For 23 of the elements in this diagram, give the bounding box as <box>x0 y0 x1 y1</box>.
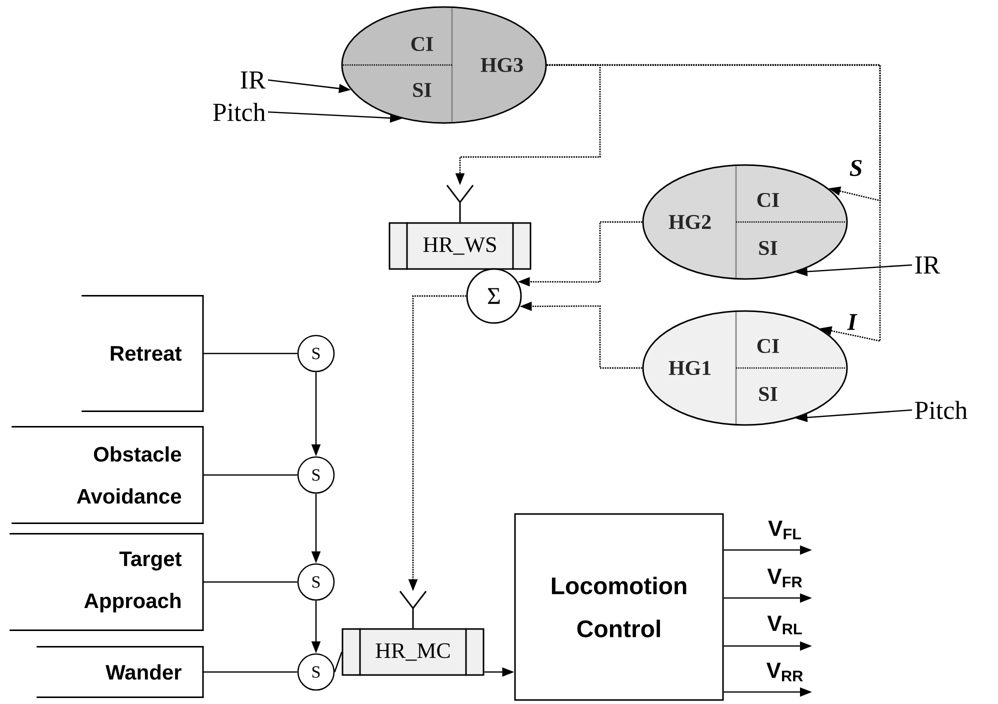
edge-label: I <box>846 313 858 331</box>
buffer-box: HR_MC <box>342 590 484 676</box>
edge-label: V$_{RL}$ <box>766 614 804 636</box>
input-label: Pitch <box>213 102 266 122</box>
behavior-block: Retreat <box>82 295 204 412</box>
behavior-block: Target Approach <box>10 533 204 631</box>
dotted-arrow <box>546 64 881 342</box>
connector-line <box>203 671 298 673</box>
connector-line <box>203 581 298 583</box>
input-label: IR <box>915 256 940 274</box>
connector-line <box>203 352 298 354</box>
behavior-block: Wander <box>36 646 204 698</box>
connector-line <box>334 652 342 672</box>
buffer-box: HR_WS <box>388 184 532 270</box>
edge-label: V$_{FL}$ <box>767 520 803 540</box>
control-box: Locomotion Control <box>514 513 724 701</box>
edge-label: S <box>848 158 864 178</box>
behavior-block: Obstacle Avoidance <box>12 426 204 524</box>
input-label: IR <box>240 71 266 89</box>
edge-label: V$_{FR}$ <box>766 568 804 588</box>
edge-label: V$_{RR}$ <box>765 662 805 682</box>
input-label: Pitch <box>914 400 968 420</box>
connector-line <box>203 474 298 476</box>
